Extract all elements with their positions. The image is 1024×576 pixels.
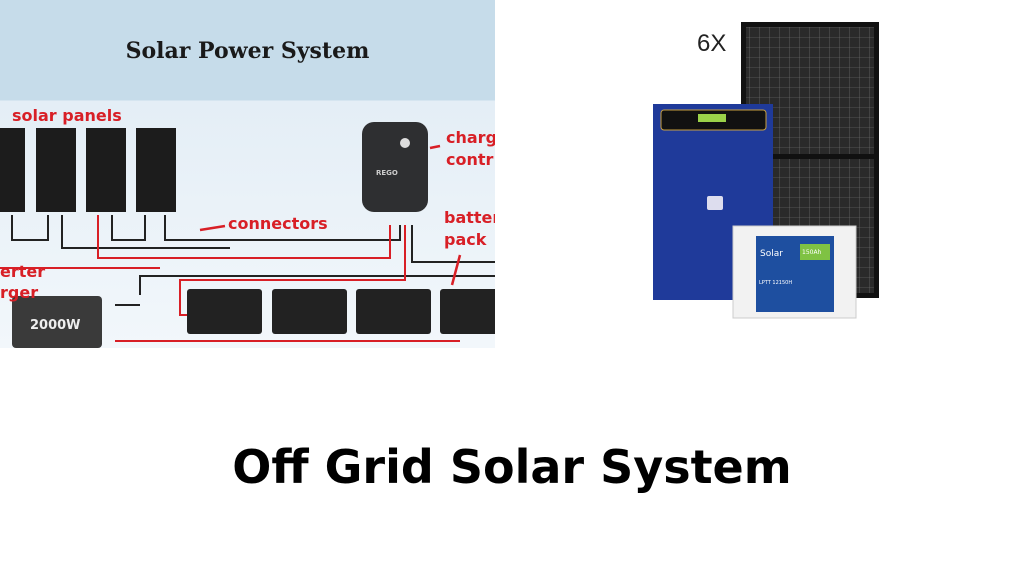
battery-model: LPTT 12150H [759, 280, 792, 286]
battery-capacity: 150Ah [802, 249, 822, 256]
solar-panel-icon [0, 128, 176, 212]
label-connectors: connectors [228, 214, 328, 233]
label-battery-2: pack [444, 230, 487, 249]
label-battery-1: batter [444, 208, 495, 227]
label-charge-controller-1: charg [446, 128, 495, 147]
charge-controller-icon [362, 122, 428, 212]
controller-brand: REGO [376, 169, 398, 177]
inverter-rating: 2000W [30, 318, 81, 333]
battery-icon [732, 225, 857, 319]
diagram-title: Solar Power System [125, 38, 370, 64]
label-inverter-2: rger [0, 283, 39, 302]
battery-brand: Solar [760, 249, 783, 259]
battery-icon [187, 289, 495, 334]
solar-power-system-diagram: Solar Power System REGO [0, 0, 495, 348]
label-solar-panels: solar panels [12, 106, 122, 125]
label-inverter-1: erter [0, 262, 46, 281]
label-charge-controller-2: contr [446, 150, 494, 169]
diagram-artwork: REGO 2000W [0, 122, 495, 348]
page-title: Off Grid Solar System [232, 440, 792, 494]
inverter-icon [12, 296, 102, 348]
quantity-label: 6X [697, 30, 727, 57]
product-bundle-image: Solar 150Ah LPTT 12150H [653, 22, 879, 319]
